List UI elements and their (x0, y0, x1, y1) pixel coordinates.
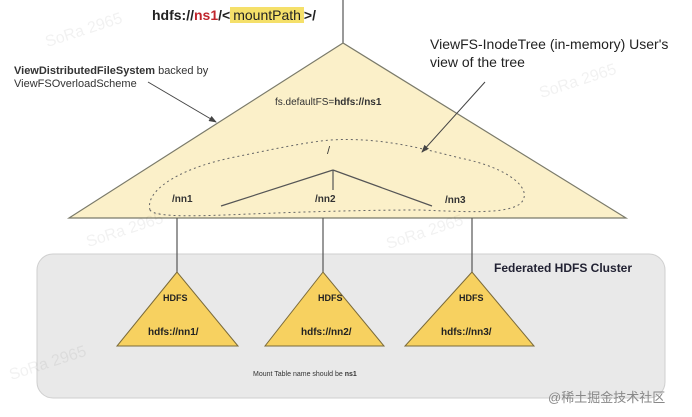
mount-table-note-text: Mount Table name should be (253, 371, 345, 378)
branch-line-nn3 (332, 169, 433, 207)
hdfs-nn2-uri: hdfs://nn2/ (301, 327, 352, 338)
source-credit: @稀土掘金技术社区 (548, 390, 666, 405)
vdfs-label: ViewDistributedFileSystem backed by View… (14, 65, 208, 91)
user-view-dashed-region (148, 139, 525, 217)
default-fs-key: fs.defaultFS= (275, 97, 335, 108)
path-namespace: ns1 (194, 7, 219, 23)
vdfs-arrow (147, 81, 217, 123)
mount-node-nn2: /nn2 (315, 194, 336, 205)
hdfs-nn3-title: HDFS (459, 293, 484, 303)
branch-line-nn1 (220, 169, 334, 207)
default-fs-label: fs.defaultFS=hdfs://ns1 (275, 97, 381, 108)
path-suffix: >/ (303, 7, 316, 23)
hdfs-nn1-uri: hdfs://nn1/ (148, 327, 199, 338)
inode-tree-triangle (66, 42, 629, 219)
mount-node-nn1: /nn1 (172, 194, 193, 205)
inode-tree-arrow (421, 81, 486, 153)
hdfs-nn2-title: HDFS (318, 293, 343, 303)
path-mount-placeholder: mountPath (230, 7, 304, 23)
default-fs-value: hdfs://ns1 (334, 97, 382, 108)
vdfs-class-name: ViewDistributedFileSystem (14, 65, 156, 77)
hdfs-nn1-triangle (115, 271, 240, 347)
path-prefix: hdfs:// (152, 7, 194, 23)
mount-node-nn3: /nn3 (445, 195, 466, 206)
mount-table-note: Mount Table name should be ns1 (253, 371, 357, 378)
hdfs-nn3-uri: hdfs://nn3/ (441, 327, 492, 338)
mount-path-label: hdfs://ns1/<mountPath>/ (152, 7, 316, 23)
cluster-title: Federated HDFS Cluster (494, 261, 633, 275)
tree-root-label: / (327, 145, 331, 157)
vdfs-backed-by: backed by (155, 65, 209, 77)
path-slash: /< (218, 7, 231, 23)
hdfs-nn2-triangle (263, 271, 386, 347)
mount-table-note-name: ns1 (344, 371, 357, 378)
vdfs-scheme: ViewFSOverloadScheme (14, 78, 137, 90)
hdfs-nn1-title: HDFS (163, 293, 188, 303)
hdfs-nn3-triangle (403, 271, 536, 347)
inode-tree-title: ViewFS-InodeTree (in-memory) User's view… (430, 36, 669, 70)
